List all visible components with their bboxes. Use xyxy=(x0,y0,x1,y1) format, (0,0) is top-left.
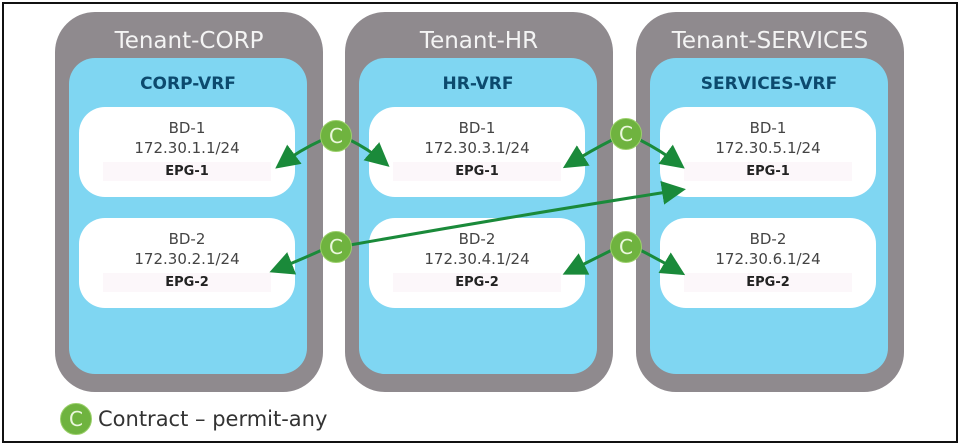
vrf-name: SERVICES-VRF xyxy=(700,74,838,94)
bd-name: BD-2 xyxy=(168,230,206,248)
tenant-box: Tenant-HR HR-VRF BD-1 172.30.3.1/24 EPG-… xyxy=(345,12,613,392)
tenant-name: Tenant-CORP xyxy=(114,28,264,54)
epg-label: EPG-2 xyxy=(392,273,562,292)
arrow-services-epg1 xyxy=(639,138,685,169)
bd-name: BD-1 xyxy=(168,119,206,137)
arrow-corp-epg1 xyxy=(275,138,323,169)
bd-name: BD-2 xyxy=(749,230,787,248)
arrow-hr-epg1 xyxy=(349,138,390,167)
contract-icon[interactable]: C xyxy=(320,231,352,263)
vrf-box: CORP-VRF BD-1 172.30.1.1/24 EPG-1 BD-2 1… xyxy=(69,58,307,374)
epg-label: EPG-1 xyxy=(392,162,562,181)
arrow-hr-epg2 xyxy=(562,248,613,275)
bd-subnet: 172.30.1.1/24 xyxy=(134,139,240,157)
bd-subnet: 172.30.5.1/24 xyxy=(715,139,821,157)
bridge-domain[interactable]: BD-2 172.30.2.1/24 EPG-2 xyxy=(79,218,295,308)
vrf-name: HR-VRF xyxy=(442,74,514,94)
vrf-box: SERVICES-VRF BD-1 172.30.5.1/24 EPG-1 BD… xyxy=(650,58,888,374)
tenant-box: Tenant-CORP CORP-VRF BD-1 172.30.1.1/24 … xyxy=(55,12,323,392)
legend: C Contract – permit-any xyxy=(60,403,327,435)
epg-label: EPG-1 xyxy=(102,162,272,181)
bridge-domain[interactable]: BD-1 172.30.3.1/24 EPG-1 xyxy=(369,107,585,197)
tenant-name: Tenant-SERVICES xyxy=(671,28,869,54)
contract-icon[interactable]: C xyxy=(610,231,642,263)
epg-label: EPG-1 xyxy=(683,162,853,181)
bd-subnet: 172.30.6.1/24 xyxy=(715,250,821,268)
bd-subnet: 172.30.2.1/24 xyxy=(134,250,240,268)
bd-subnet: 172.30.3.1/24 xyxy=(424,139,530,157)
bridge-domain[interactable]: BD-1 172.30.5.1/24 EPG-1 xyxy=(660,107,876,197)
tenant-name: Tenant-HR xyxy=(419,28,539,54)
epg-label: EPG-2 xyxy=(102,273,272,292)
vrf-box: HR-VRF BD-1 172.30.3.1/24 EPG-1 BD-2 172… xyxy=(359,58,597,374)
bd-name: BD-2 xyxy=(458,230,496,248)
arrow-services-epg2 xyxy=(639,248,686,276)
bd-name: BD-1 xyxy=(749,119,787,137)
bd-name: BD-1 xyxy=(458,119,496,137)
legend-label: Contract – permit-any xyxy=(98,407,328,431)
bridge-domain[interactable]: BD-2 172.30.6.1/24 EPG-2 xyxy=(660,218,876,308)
bd-subnet: 172.30.4.1/24 xyxy=(424,250,530,268)
arrow-corp-epg2 xyxy=(269,248,323,275)
bridge-domain[interactable]: BD-2 172.30.4.1/24 EPG-2 xyxy=(369,218,585,308)
contract-icon[interactable]: C xyxy=(320,120,352,152)
arrow-services-epg1-b xyxy=(349,180,686,247)
arrow-hr-epg1-b xyxy=(562,138,613,169)
bridge-domain[interactable]: BD-1 172.30.1.1/24 EPG-1 xyxy=(79,107,295,197)
contract-icon[interactable]: C xyxy=(610,118,642,150)
contract-icon: C xyxy=(60,403,92,435)
vrf-name: CORP-VRF xyxy=(140,74,236,94)
epg-label: EPG-2 xyxy=(683,273,853,292)
